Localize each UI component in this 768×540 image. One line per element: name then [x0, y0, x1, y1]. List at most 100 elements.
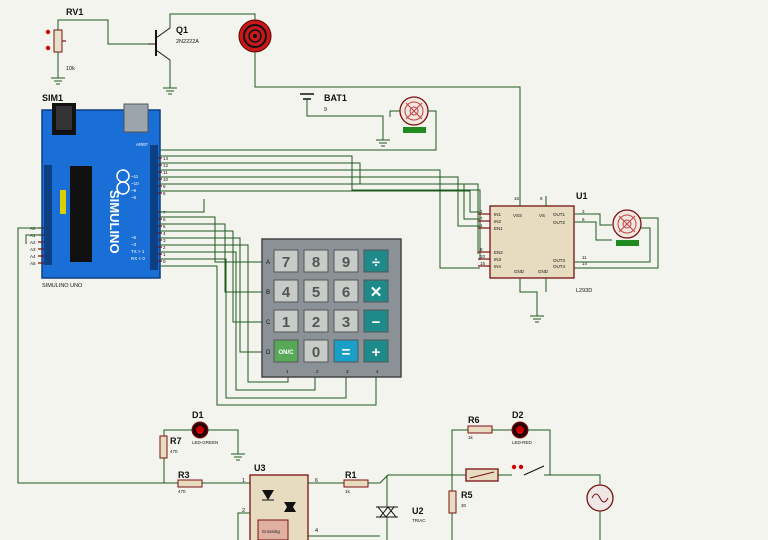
keypad-col-label: 3	[346, 369, 349, 374]
triac-u2[interactable]: U2 TRIAC	[376, 506, 426, 523]
keypad-key[interactable]: 2	[303, 309, 329, 333]
r3-value: 470	[178, 489, 186, 494]
digital-pin-12: 12	[163, 163, 169, 168]
u1-pin-name: IN3	[494, 257, 502, 262]
analog-pin-A5: A5	[30, 261, 36, 266]
keypad-key[interactable]: ÷	[363, 249, 389, 273]
keypad-key[interactable]: =	[333, 339, 359, 363]
ground-symbol	[231, 453, 245, 461]
keypad-key[interactable]: 1	[273, 309, 299, 333]
lamp-load[interactable]	[465, 468, 499, 482]
u1-pin-name: OUT3	[553, 258, 565, 263]
digital-pin-10: 10	[163, 177, 169, 182]
digital-pin-5: 5	[163, 224, 166, 229]
u1-pin-num: 6	[582, 217, 585, 222]
keypad-row-label: C	[266, 320, 271, 326]
digital-pin-1: 1	[163, 252, 166, 257]
keypad-key[interactable]: 3	[333, 309, 359, 333]
keypad-key[interactable]: 7	[273, 249, 299, 273]
keypad-key[interactable]: 8	[303, 249, 329, 273]
r5-ref: R5	[461, 490, 473, 500]
u1-pin-name: OUT1	[553, 212, 565, 217]
keypad-key[interactable]: ON/C	[273, 339, 299, 363]
driver-ic-u1[interactable]: U1 2IN17IN21EN19EN210IN315IN416VSS8VS3OU…	[478, 191, 592, 294]
digital-pin-4: 4	[163, 231, 166, 236]
d2-ref: D2	[512, 410, 524, 420]
rv1-value: 10k	[66, 66, 75, 72]
rv1-ref: RV1	[66, 7, 83, 17]
keypad-col-label: 1	[286, 369, 289, 374]
u2-ref: U2	[412, 506, 424, 516]
board-brand: SIMULINO	[107, 190, 122, 254]
analog-pin-A4: A4	[30, 254, 36, 259]
d1-part: LED-GREEN	[192, 440, 218, 445]
led-d2[interactable]: D2 LED-RED	[511, 410, 533, 445]
u1-pin-name: VSS	[513, 213, 522, 218]
keypad-key[interactable]: 0	[303, 339, 329, 363]
stepper-motor-2[interactable]	[612, 209, 642, 246]
ac-source[interactable]	[586, 484, 614, 512]
keypad-key[interactable]: 9	[333, 249, 359, 273]
r7-value: 470	[170, 449, 178, 454]
ground-symbol	[530, 315, 544, 323]
switch[interactable]	[511, 464, 545, 476]
optocoupler-u3[interactable]: U3 Crossing 1 2 6 4	[242, 463, 318, 540]
aref-label: AREF	[136, 142, 148, 147]
ground-symbol	[51, 77, 65, 85]
keypad-key[interactable]: 4	[273, 279, 299, 303]
r7-ref: R7	[170, 436, 182, 446]
analog-pin-A2: A2	[30, 240, 36, 245]
resistor-r6[interactable]: R6 1k	[467, 415, 493, 440]
ground-symbol	[163, 87, 177, 95]
resistor-r3[interactable]: R3 470	[177, 470, 203, 494]
resistor-r5[interactable]: R5 30	[448, 490, 473, 514]
q1-ref: Q1	[176, 25, 188, 35]
digital-label: ~9	[131, 188, 137, 193]
u1-pin-num: 8	[540, 196, 543, 201]
r6-value: 1k	[468, 435, 474, 440]
digital-label: ~6	[131, 195, 137, 200]
digital-label: ~11	[131, 174, 139, 179]
resistor-r7[interactable]: R7 470	[159, 435, 182, 459]
transistor-q1[interactable]: Q1 2N2222A	[148, 25, 199, 61]
u1-pin-num: 11	[582, 255, 587, 260]
sim1-ref: SIM1	[42, 93, 63, 103]
u1-pin-num: 16	[514, 196, 520, 201]
digital-pin-9: 9	[163, 184, 166, 189]
sim1-name: SIMULINO UNO	[42, 283, 83, 289]
digital-pin-3: 3	[163, 238, 166, 243]
keypad-key[interactable]: +	[363, 339, 389, 363]
potentiometer-rv1[interactable]: RV1 10k	[45, 7, 84, 72]
svg-text:1: 1	[242, 478, 245, 484]
digital-label: ~3	[131, 242, 137, 247]
keypad-col-label: 4	[376, 369, 379, 374]
r1-ref: R1	[345, 470, 357, 480]
digital-label: TX > 1	[131, 249, 145, 254]
u1-pin-num: 7	[480, 216, 483, 221]
keypad-key[interactable]: 5	[303, 279, 329, 303]
keypad-key-label: ON/C	[279, 350, 295, 356]
keypad-key-label: 0	[312, 344, 320, 361]
u1-pin-num: 14	[582, 261, 588, 266]
resistor-r1[interactable]: R1 1k	[343, 470, 369, 494]
dc-motor-top[interactable]	[238, 19, 272, 53]
u3-ref: U3	[254, 463, 266, 473]
stepper-motor-1[interactable]	[399, 96, 429, 133]
keypad-row-label: A	[266, 260, 270, 266]
u1-pin-num: 3	[582, 209, 585, 214]
u1-pin-num: 1	[480, 223, 483, 228]
keypad-key[interactable]: −	[363, 309, 389, 333]
q1-part: 2N2222A	[176, 39, 199, 45]
u1-pin-name: IN2	[494, 219, 502, 224]
led-d1[interactable]: D1 LED-GREEN	[191, 410, 218, 445]
r3-ref: R3	[178, 470, 190, 480]
digital-label: ~5	[131, 235, 137, 240]
arduino-board[interactable]: SIMULINO AREF ~11~10~9~6~5~3TX > 1RX < 0	[41, 103, 161, 279]
u1-pin-name: IN1	[494, 212, 502, 217]
keypad-key[interactable]: 6	[333, 279, 359, 303]
keypad-key-label: 3	[342, 314, 350, 331]
u2-part: TRIAC	[412, 518, 426, 523]
keypad-key[interactable]: ✕	[363, 279, 389, 303]
digital-pin-2: 2	[163, 245, 166, 250]
